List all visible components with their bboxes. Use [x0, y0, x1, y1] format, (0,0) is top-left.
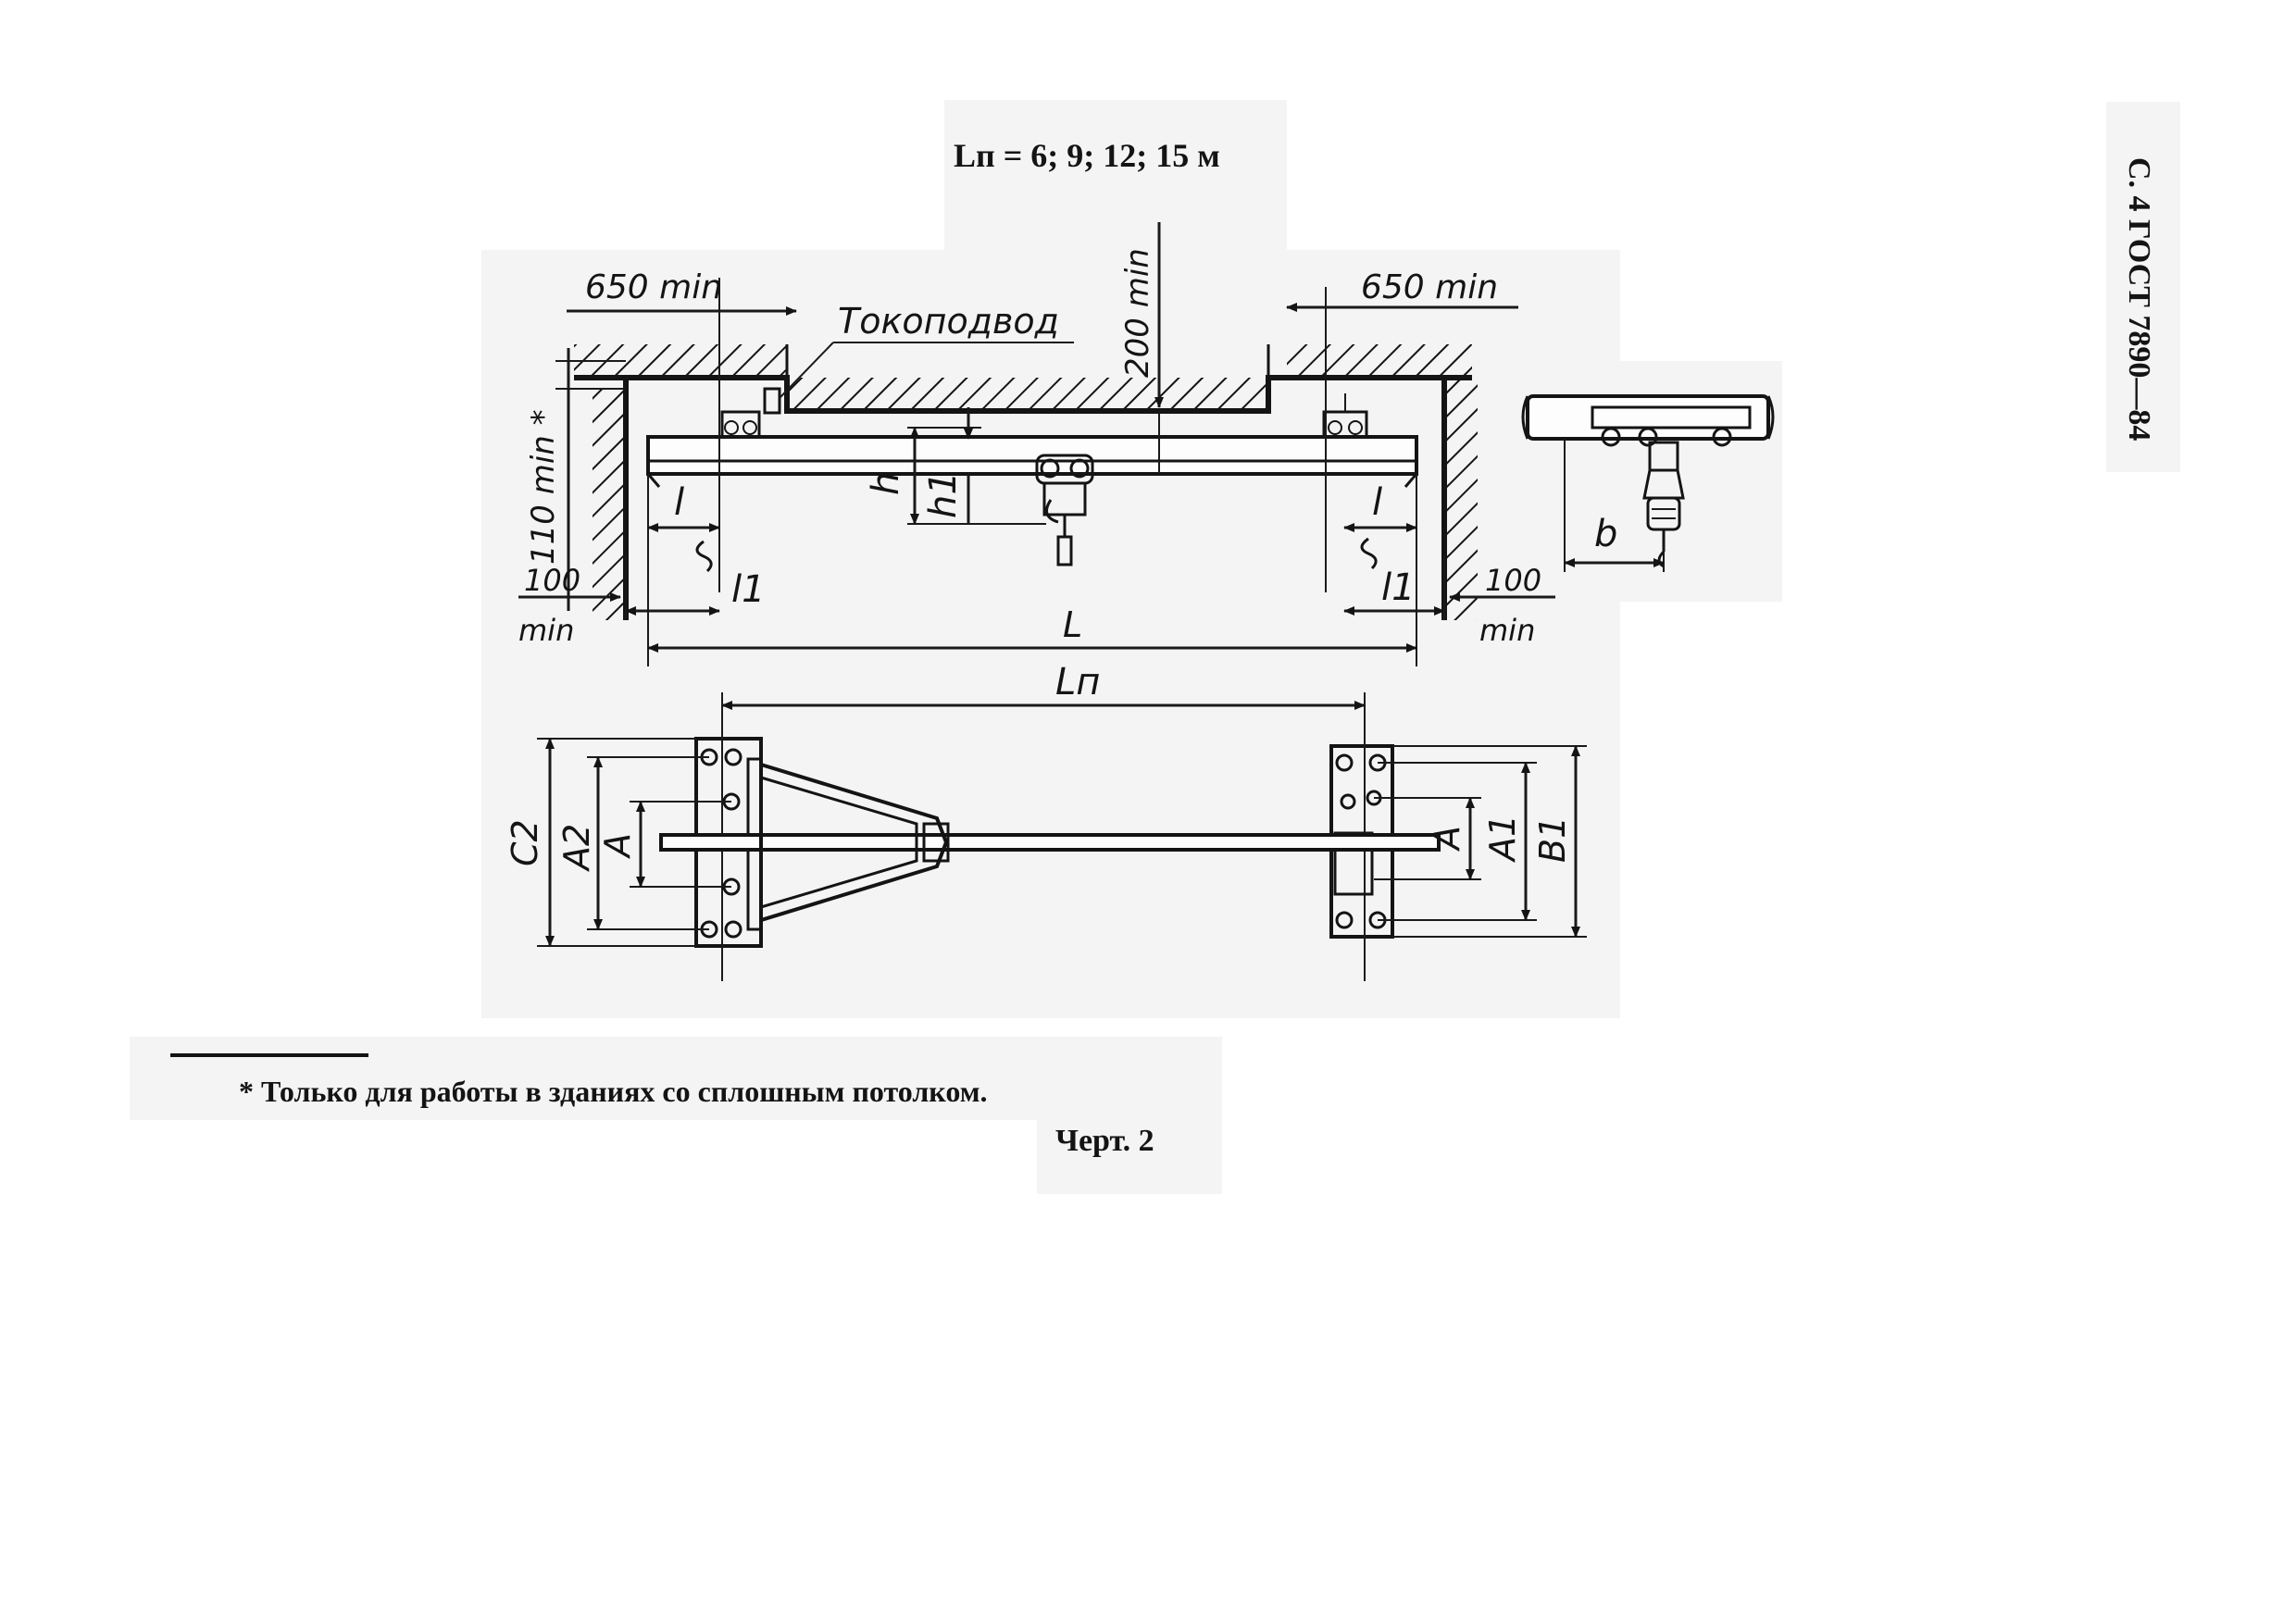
page-header-text: С. 4 ГОСТ 7890—84 — [2122, 157, 2156, 441]
side-view: b — [1521, 394, 1775, 572]
dim-l1-left: l1 — [731, 568, 766, 611]
dim-100-left-top: 100 — [524, 563, 580, 598]
ceiling-hatch-right — [1287, 344, 1472, 378]
dim-100-left-bottom: min — [518, 613, 574, 648]
wall-hatch-left — [593, 389, 626, 620]
footnote: * Только для работы в зданиях со сплошны… — [239, 1075, 988, 1108]
elevation-view: Токоподвод — [518, 222, 1555, 666]
span-title: Lп = 6; 9; 12; 15 м — [954, 137, 1220, 174]
crane-girder — [646, 435, 1418, 476]
dim-l-right: l — [1372, 481, 1382, 524]
page-header: С. 4 ГОСТ 7890—84 — [2122, 157, 2156, 441]
dim-100-right-bottom: min — [1479, 613, 1535, 648]
dim-C2: C2 — [505, 819, 545, 866]
dim-b: b — [1594, 513, 1617, 555]
dim-h1: h1 — [922, 471, 965, 518]
current-supply-label: Токоподвод — [838, 301, 1059, 342]
current-supply-box — [763, 387, 781, 415]
dim-l1-right: l1 — [1381, 566, 1416, 609]
dim-650-left: 650 min — [585, 268, 722, 306]
dim-B1: B1 — [1532, 816, 1573, 863]
figure-caption: Черт. 2 — [1055, 1124, 1154, 1158]
dim-100-right-top: 100 — [1485, 563, 1541, 598]
plan-view: Lп — [505, 661, 1587, 981]
dim-A1: A1 — [1482, 815, 1523, 864]
dim-A2: A2 — [556, 824, 597, 873]
dim-h: h — [865, 472, 907, 495]
hook-left — [695, 540, 713, 573]
dim-l-left: l — [674, 481, 684, 524]
dim-650-right: 650 min — [1361, 268, 1498, 306]
plan-girder — [659, 833, 1441, 852]
side-rail — [1526, 394, 1770, 441]
dim-A-right: A — [1427, 826, 1467, 853]
dim-110: 110 min * — [525, 409, 562, 565]
dim-200: 200 min — [1119, 248, 1156, 378]
hook-right — [1360, 537, 1378, 570]
dim-L: L — [1063, 604, 1082, 645]
hoist-trolley — [1035, 454, 1094, 566]
dim-A-left: A — [597, 833, 638, 860]
ceiling-hatch-middle — [787, 378, 1268, 411]
dim-Ln: Lп — [1055, 661, 1100, 703]
wall-hatch-right — [1444, 380, 1478, 620]
